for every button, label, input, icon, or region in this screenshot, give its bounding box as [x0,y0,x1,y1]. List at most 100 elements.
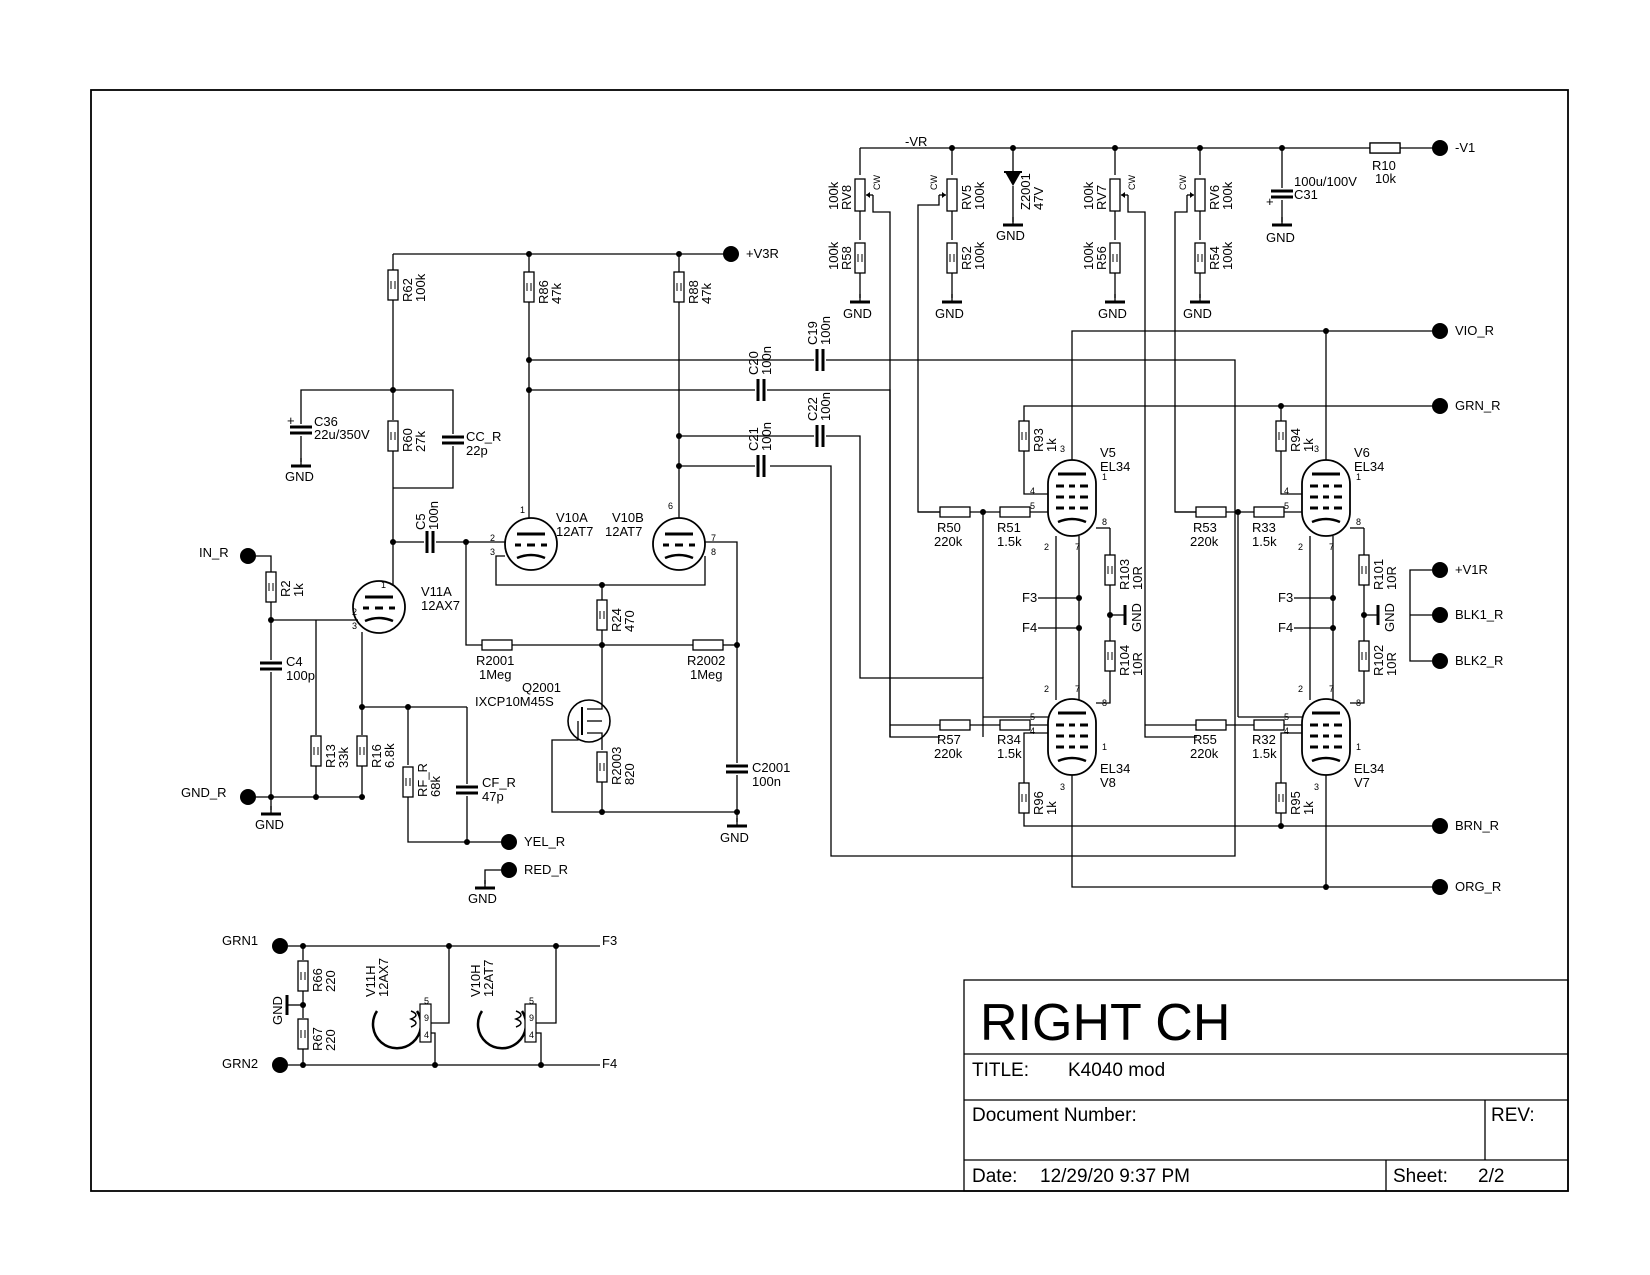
r54-gnd: GND [1183,306,1212,321]
r56-value: 100k [1081,241,1096,270]
svg-text:6: 6 [668,501,673,511]
svg-text:1: 1 [1356,742,1361,752]
rv8-cw: CW [872,175,882,190]
c22-value: 100n [818,392,833,421]
port-red [501,862,517,878]
r62-value: 100k [413,273,428,302]
v8-value: EL34 [1100,761,1130,776]
v10a-tube [503,516,559,572]
r101-value: 10R [1384,566,1399,590]
v11a-value: 12AX7 [421,598,460,613]
heater-section: GRN1 GRN2 F3 F4 GND R66 220 R67 220 954 … [222,933,617,1073]
z2001-value: 47V [1031,187,1046,210]
title-label: TITLE: [972,1060,1029,1081]
svg-text:7: 7 [711,533,716,543]
rev-label: REV: [1491,1105,1535,1126]
v8-ref: V8 [1100,775,1116,790]
r67-ref: R67 [310,1027,325,1051]
port-yel-label: YEL_R [524,834,565,849]
port-vio-label: VIO_R [1455,323,1494,338]
r58-value: 100k [826,241,841,270]
r10-ref: R10 [1372,158,1396,173]
port-org [1432,879,1448,895]
rv7-ref: RV7 [1094,185,1109,210]
port-grn [1432,398,1448,414]
r95-value: 1k [1301,801,1316,815]
port-vio [1432,323,1448,339]
svg-text:5: 5 [1030,501,1035,511]
port-org-label: ORG_R [1455,879,1501,894]
r88-value: 47k [699,283,714,304]
r52-ref: R52 [959,246,974,270]
v67-f4: F4 [1278,620,1293,635]
svg-text:8: 8 [1102,517,1107,527]
v10h-heater [476,1009,528,1050]
v10b-ref: V10B [612,510,644,525]
c20-value: 100n [759,346,774,375]
r55-ref: R55 [1193,732,1217,747]
svg-text:4: 4 [1030,486,1035,496]
port-blk2-label: BLK2_R [1455,653,1503,668]
port-yel [501,834,517,850]
c4-ref: C4 [286,654,303,669]
v6-tube [1300,458,1352,538]
r93-value: 1k [1044,438,1059,452]
port-v1r [1432,562,1448,578]
svg-text:9: 9 [424,1013,429,1023]
r66-value: 220 [323,970,338,992]
v5-gnd: GND [1129,603,1144,632]
rv6-value: 100k [1220,181,1235,210]
c36-ref: C36 [314,414,338,429]
svg-text:2: 2 [1044,542,1049,552]
port-grn-label: GRN_R [1455,398,1501,413]
heater-f4: F4 [602,1056,617,1071]
rv8-value: 100k [826,181,841,210]
svg-text:1: 1 [1356,472,1361,482]
svg-text:1: 1 [381,580,386,590]
ccr-ref: CC_R [466,429,501,444]
rv8-ref: RV8 [839,185,854,210]
svg-text:4: 4 [424,1030,429,1040]
port-brn [1432,818,1448,834]
svg-text:4: 4 [1284,486,1289,496]
port-grn1 [272,938,288,954]
svg-text:8: 8 [1102,698,1107,708]
c31-ref: C31 [1294,187,1318,202]
ccr-value: 22p [466,443,488,458]
svg-text:8: 8 [1356,517,1361,527]
c31-gnd: GND [1266,230,1295,245]
r50-ref: R50 [937,520,961,535]
port-grn2-label: GRN2 [222,1056,258,1071]
rv7-value: 100k [1081,181,1096,210]
r52-gnd: GND [935,306,964,321]
r51-ref: R51 [997,520,1021,535]
svg-text:7: 7 [1329,684,1334,694]
r2-value: 1k [291,583,306,597]
docnum-label: Document Number: [972,1105,1137,1126]
heater-gnd: GND [270,996,285,1025]
v11a-tube [351,579,407,635]
r34-ref: R34 [997,732,1021,747]
r104-ref: R104 [1117,645,1132,676]
r2002-ref: R2002 [687,653,725,668]
r95-ref: R95 [1288,791,1303,815]
svg-text:2: 2 [1044,684,1049,694]
r2001-value: 1Meg [479,667,512,682]
r16-value: 6.8k [382,743,397,768]
r24-ref: R24 [609,608,624,632]
r54-value: 100k [1220,241,1235,270]
sheet-frame [90,89,1569,1192]
svg-text:2: 2 [1298,684,1303,694]
r34-value: 1.5k [997,746,1022,761]
r55-value: 220k [1190,746,1219,761]
port-v3r [723,246,739,262]
r56-gnd: GND [1098,306,1127,321]
driver-stage: +V3R R62 100k R60 27k + C36 22u/350V GND… [181,246,790,906]
r33-value: 1.5k [1252,534,1277,549]
svg-text:4: 4 [1030,726,1035,736]
v11h-heater [371,1009,423,1050]
port-gnd-r-label: GND_R [181,785,227,800]
r2003-ref: R2003 [609,747,624,785]
port-grn1-label: GRN1 [222,933,258,948]
